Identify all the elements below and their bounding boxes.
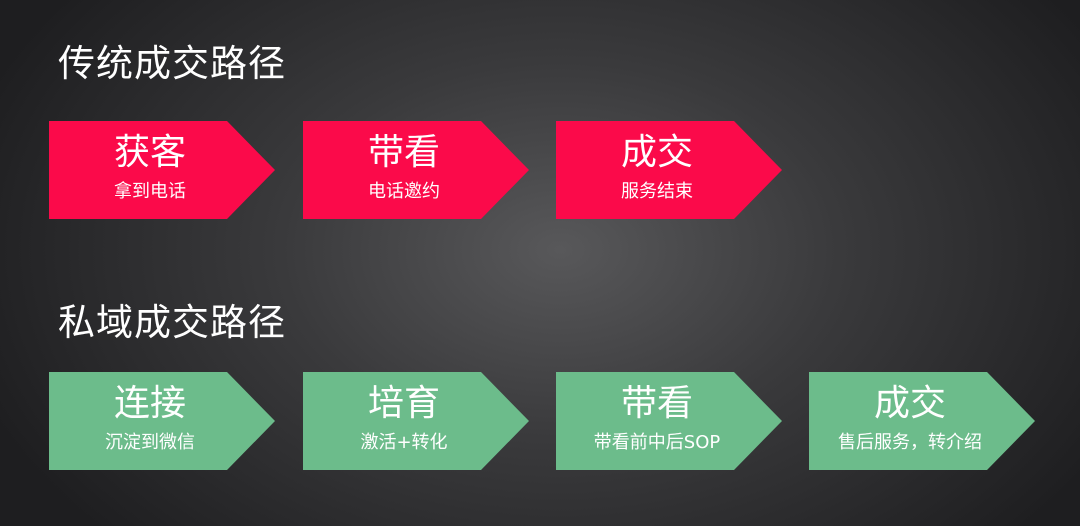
step-title: 成交 (620, 132, 693, 173)
step-title: 带看 (620, 383, 693, 424)
private-path-flow: 连接 沉淀到微信 培育 激活+转化 带看 带看前中后SOP 成交 售后服务，转介… (0, 372, 1080, 470)
step-subtitle: 沉淀到微信 (105, 432, 195, 453)
private-step-deal: 成交 售后服务，转介绍 (809, 372, 1035, 470)
step-title: 培育 (367, 383, 440, 424)
step-subtitle: 电话邀约 (368, 181, 440, 202)
step-title: 成交 (873, 383, 946, 424)
step-subtitle: 激活+转化 (360, 432, 448, 453)
private-path-title: 私域成交路径 (58, 301, 286, 344)
step-title: 连接 (113, 383, 186, 424)
traditional-path-title: 传统成交路径 (58, 42, 286, 85)
traditional-step-acquire: 获客 拿到电话 (49, 121, 275, 219)
traditional-step-deal: 成交 服务结束 (556, 121, 782, 219)
traditional-path-flow: 获客 拿到电话 带看 电话邀约 成交 服务结束 (0, 121, 1080, 219)
private-step-nurture: 培育 激活+转化 (303, 372, 529, 470)
traditional-step-viewing: 带看 电话邀约 (303, 121, 529, 219)
step-subtitle: 售后服务，转介绍 (838, 432, 982, 453)
step-title: 获客 (113, 132, 186, 173)
step-subtitle: 拿到电话 (114, 181, 186, 202)
step-title: 带看 (367, 132, 440, 173)
step-subtitle: 服务结束 (621, 181, 693, 202)
step-subtitle: 带看前中后SOP (593, 432, 721, 453)
private-step-viewing: 带看 带看前中后SOP (556, 372, 782, 470)
private-step-connect: 连接 沉淀到微信 (49, 372, 275, 470)
